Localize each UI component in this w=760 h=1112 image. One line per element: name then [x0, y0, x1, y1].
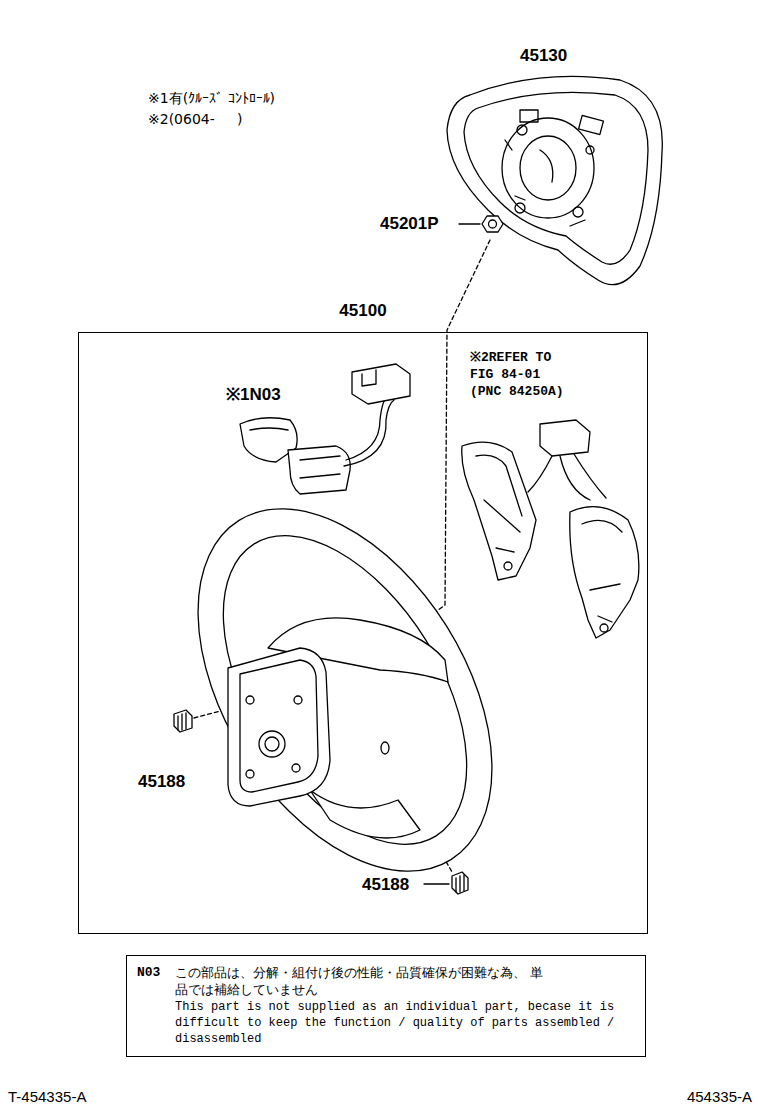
note-box: N03 この部品は、分解・組付け後の性能・品質確保が困難な為、 単品では補給してい…	[126, 955, 646, 1057]
airbag-pad	[586, 146, 594, 154]
airbag-pad	[447, 76, 662, 284]
steering-wheel	[310, 790, 420, 838]
figure-code: T-454335-A	[8, 1088, 86, 1105]
steering-wheel	[381, 742, 389, 754]
cruise-control-switch	[346, 396, 388, 460]
screw-symbol	[452, 872, 468, 894]
cruise-control-switch	[344, 400, 394, 466]
remark-note: ※2(0604- )	[148, 111, 243, 127]
assembly-number: 45100	[337, 301, 388, 321]
airbag-pad	[515, 203, 525, 213]
note-text: この部品は、分解・組付け後の性能・品質確保が困難な為、 単品では補給していません	[175, 964, 547, 998]
airbag-pad	[540, 150, 553, 182]
steering-wheel	[137, 457, 552, 923]
remark-note: ※1有(ｸﾙｰｽﾞ ｺﾝﾄﾛｰﾙ)	[148, 90, 275, 108]
assembly-frame: 45100	[78, 332, 648, 934]
steering-wheel	[137, 457, 552, 923]
steering-wheel	[137, 457, 552, 923]
steering-pad-switch	[476, 455, 522, 552]
part-number: 45188	[362, 875, 409, 895]
steering-pad-switch	[504, 562, 512, 570]
steering-wheel	[246, 770, 254, 778]
airbag-pad	[464, 92, 648, 264]
note-code: N03	[137, 965, 160, 980]
part-number: 45201P	[380, 214, 439, 234]
figure-code: 454335-A	[687, 1088, 752, 1105]
airbag-pad	[502, 118, 594, 218]
airbag-pad	[447, 76, 662, 284]
screw-symbol	[424, 883, 449, 884]
steering-wheel	[292, 764, 300, 772]
cruise-control-switch	[352, 364, 410, 404]
steering-wheel	[265, 737, 279, 751]
part-number: ※1N03	[226, 382, 281, 405]
cruise-control-switch	[300, 456, 340, 478]
airbag-pad	[520, 136, 576, 200]
steering-wheel	[228, 648, 330, 806]
part-number: 45188	[138, 772, 185, 792]
steering-pad-switch	[540, 420, 590, 456]
cruise-control-switch	[362, 370, 376, 386]
screw-symbol	[456, 875, 464, 892]
steering-wheel	[240, 660, 318, 792]
steering-wheel	[294, 696, 302, 704]
airbag-pad	[573, 207, 583, 217]
cruise-control-switch	[288, 446, 350, 494]
cruise-control-switch	[240, 364, 410, 494]
cruise-control-switch	[250, 428, 288, 430]
steering-wheel	[259, 731, 285, 757]
steering-wheel	[246, 696, 254, 704]
reference-note: ※2REFER TO FIG 84-01 (PNC 84250A)	[470, 349, 574, 400]
steering-wheel	[173, 494, 516, 886]
steering-pad-switch	[582, 520, 622, 622]
steering-pad-switch	[462, 442, 536, 580]
note-text: This part is not supplied as an individu…	[175, 999, 635, 1047]
steering-pad-switch	[528, 454, 606, 500]
screw-symbol	[174, 710, 192, 732]
nut-symbol	[459, 223, 480, 224]
steering-pad-switch	[462, 420, 639, 638]
nut-symbol	[489, 220, 497, 228]
screw-symbol	[178, 713, 186, 730]
steering-pad-switch	[600, 624, 608, 632]
part-number: 45130	[520, 46, 567, 66]
screw-symbol	[174, 710, 468, 894]
nut-symbol	[482, 216, 503, 232]
airbag-pad	[579, 115, 604, 134]
airbag-pad	[520, 110, 538, 122]
steering-pad-switch	[570, 507, 639, 638]
airbag-pad	[517, 125, 527, 135]
nut-symbol	[459, 216, 503, 232]
airbag-pad	[505, 140, 585, 226]
